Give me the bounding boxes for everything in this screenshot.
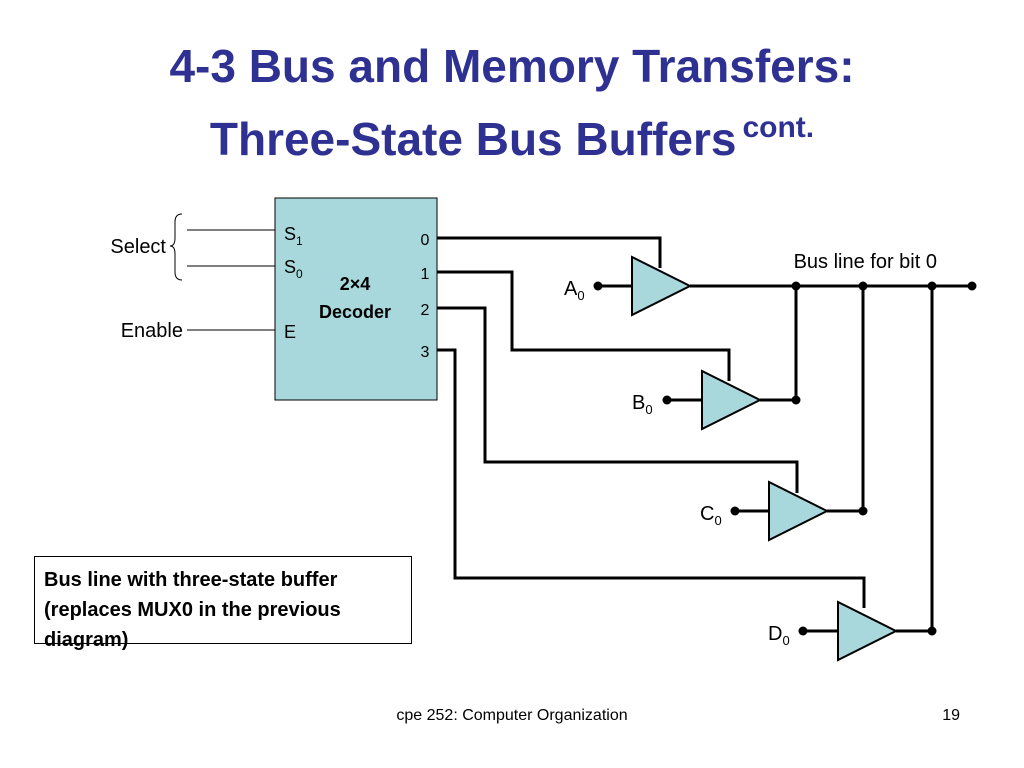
decoder-out1-wire	[437, 270, 731, 381]
input-d-dot	[798, 626, 808, 636]
input-a-label: A0	[564, 278, 585, 303]
bus-junction-c	[858, 281, 868, 291]
slide-title-suffix: cont.	[742, 111, 815, 144]
buffer-b-triangle	[701, 369, 763, 431]
decoder-title-line2: Decoder	[319, 302, 391, 322]
select-brace	[169, 213, 183, 281]
input-c-label: C0	[700, 503, 722, 528]
bus-label: Bus line for bit 0	[794, 251, 937, 273]
input-c-dot	[730, 506, 740, 516]
buffer-d-out-dot	[927, 626, 937, 636]
input-d-label: D0	[768, 623, 790, 648]
slide-title-text1: 4-3 Bus and Memory Transfers:	[169, 40, 855, 92]
caption-text: Bus line with three-state buffer (replac…	[44, 569, 341, 651]
decoder-out2-label: 2	[421, 302, 430, 319]
buffer-a-triangle	[631, 255, 693, 317]
decoder-out1-label: 1	[421, 266, 430, 283]
page-number: 19	[942, 707, 960, 724]
decoder-s1-label: S1	[284, 224, 303, 248]
input-a-dot	[593, 281, 603, 291]
decoder-out3-wire	[437, 348, 866, 608]
footer-course: cpe 252: Computer Organization	[396, 707, 628, 724]
buffer-c-triangle	[768, 480, 830, 542]
decoder-e-label: E	[284, 322, 296, 342]
input-b-label: B0	[632, 392, 653, 417]
caption-box: Bus line with three-state buffer (replac…	[34, 556, 412, 651]
buffer-d-triangle	[837, 600, 899, 662]
bus-junction-b	[791, 281, 801, 291]
decoder-box	[274, 197, 438, 401]
decoder-out3-label: 3	[421, 344, 430, 361]
decoder-title-line1: 2×4	[340, 274, 371, 294]
bus-junction-d	[927, 281, 937, 291]
slide-title-text2: Three-State Bus Buffers	[209, 113, 737, 165]
decoder-out2-wire	[437, 306, 799, 493]
input-b-dot	[662, 395, 672, 405]
decoder-s0-label: S0	[284, 257, 303, 281]
decoder-out0-wire	[437, 236, 662, 268]
buffer-c-out-dot	[858, 506, 868, 516]
select-label: Select	[110, 236, 166, 258]
bus-end-dot	[967, 281, 977, 291]
enable-label: Enable	[121, 320, 183, 342]
slide-title-line1: 4-3 Bus and Memory Transfers:	[0, 38, 1024, 94]
decoder-out0-label: 0	[421, 232, 430, 249]
buffer-b-out-dot	[791, 395, 801, 405]
